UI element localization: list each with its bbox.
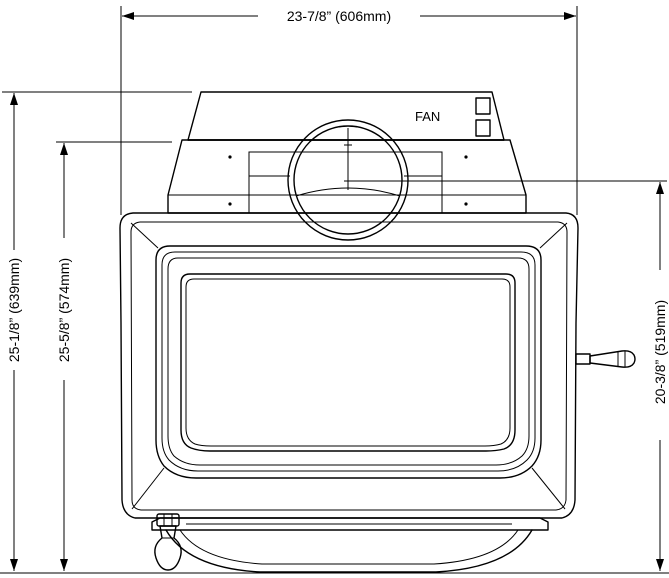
flue-collar xyxy=(287,119,409,241)
lower-left-knob xyxy=(154,513,182,571)
dimension-top-label: 23-7/8” (606mm) xyxy=(287,8,391,24)
door-frame xyxy=(130,222,568,510)
dimension-left-inner-label: 25-5/8” (574mm) xyxy=(56,258,72,362)
glass-window xyxy=(180,273,516,452)
rear-body xyxy=(167,91,527,214)
dimension-left-outer: 25-1/8” (639mm) xyxy=(2,91,192,571)
side-handle xyxy=(575,350,636,368)
front-body xyxy=(119,212,579,519)
bottom-lip xyxy=(151,517,549,573)
fan-switch-upper xyxy=(475,97,491,115)
fan-label: FAN xyxy=(415,109,440,124)
dimension-left-outer-label: 25-1/8” (639mm) xyxy=(6,258,22,362)
dimension-right-height: 20-3/8” (519mm) xyxy=(350,180,668,571)
dimension-right-label: 20-3/8” (519mm) xyxy=(652,300,668,404)
dimension-top-width: 23-7/8” (606mm) xyxy=(120,6,578,215)
dimension-left-inner: 25-5/8” (574mm) xyxy=(56,141,172,571)
fan-switch-lower xyxy=(475,119,491,137)
